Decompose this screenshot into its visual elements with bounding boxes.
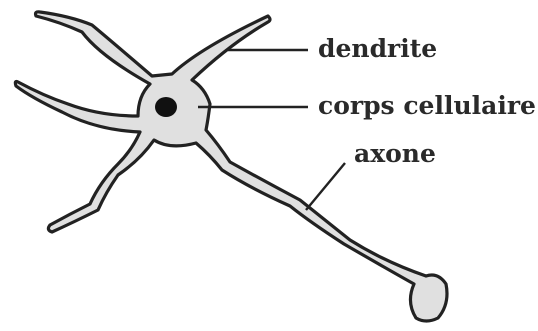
- axon-pointer-line: [306, 163, 345, 210]
- nucleus: [155, 97, 177, 117]
- dendrite-label: dendrite: [318, 34, 437, 63]
- cell-body-label: corps cellulaire: [318, 91, 536, 120]
- axon-label: axone: [354, 139, 436, 168]
